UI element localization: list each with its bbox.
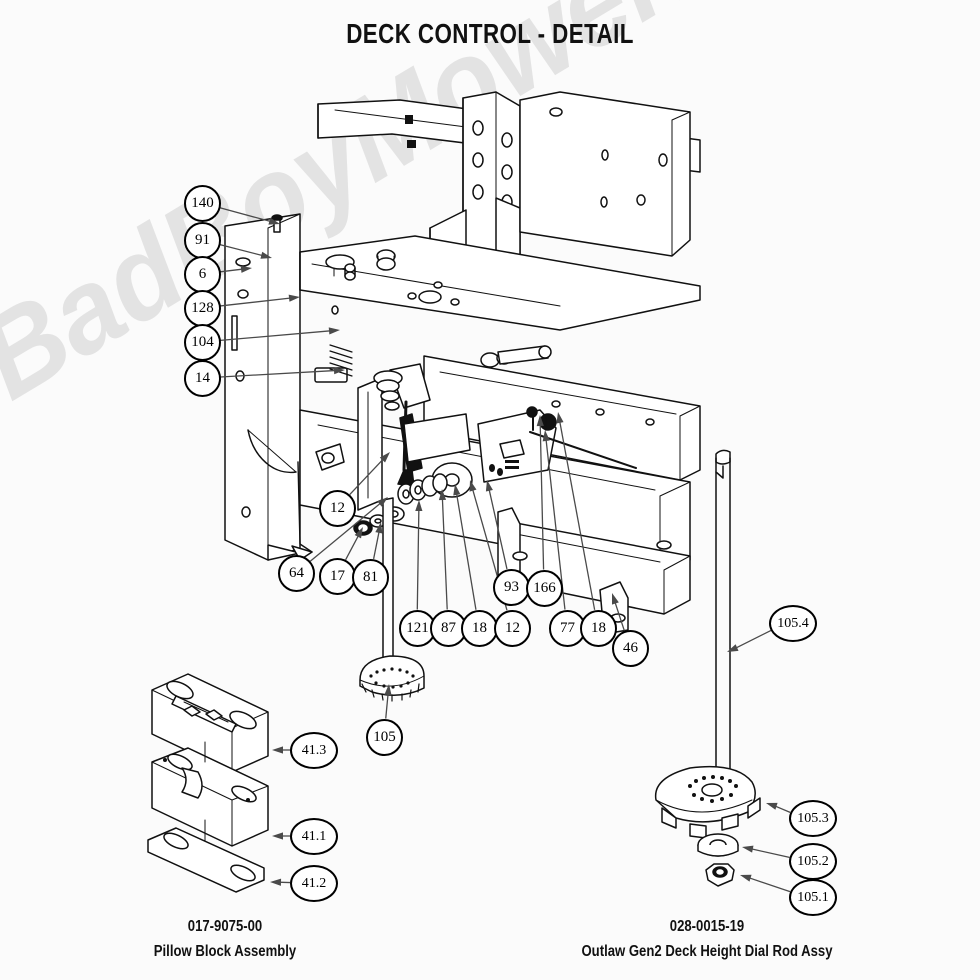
- leader-line-46: [613, 600, 625, 631]
- callout-6[interactable]: 6: [184, 256, 221, 293]
- left-side-panel: [224, 213, 301, 561]
- callout-166[interactable]: 166: [526, 570, 563, 607]
- leader-line-87: [441, 496, 448, 610]
- callout-14[interactable]: 14: [184, 360, 221, 397]
- arrowhead-105-1: [740, 874, 752, 882]
- leader-line-91: [219, 243, 265, 257]
- callout-41-3[interactable]: 41.3: [290, 732, 338, 769]
- arrowhead-18: [556, 412, 564, 424]
- leader-line-105-4: [734, 629, 772, 650]
- leader-lines: [219, 207, 791, 893]
- leader-line-105: [385, 691, 389, 719]
- callout-105-2[interactable]: 105.2: [789, 843, 837, 880]
- pillow-block-assembly: [147, 673, 269, 893]
- arrowhead-14: [333, 367, 345, 375]
- arrowhead-17: [354, 527, 363, 539]
- callout-140[interactable]: 140: [184, 185, 221, 222]
- callout-81[interactable]: 81: [352, 559, 389, 596]
- assembly-description-dial-rod: Outlaw Gen2 Deck Height Dial Rod Assy: [581, 943, 833, 960]
- assembly-description-pillow-block: Pillow Block Assembly: [153, 943, 297, 960]
- leader-line-93: [488, 487, 508, 570]
- leader-arrowheads: [240, 217, 778, 886]
- arrowhead-18: [453, 484, 461, 496]
- arrowhead-77: [542, 430, 550, 442]
- assembly-part-number-pillow-block: 017-9075-00: [187, 918, 263, 935]
- callout-105-3[interactable]: 105.3: [789, 800, 837, 837]
- arrowhead-105-2: [742, 845, 754, 853]
- arrowhead-87: [438, 489, 447, 501]
- arrowhead-41-1: [272, 832, 283, 840]
- right-upper-panel: [519, 91, 691, 257]
- deck-height-dial-center: [359, 497, 425, 702]
- leader-line-140: [219, 207, 273, 223]
- arrowhead-12: [469, 480, 477, 492]
- arrowhead-104: [328, 327, 340, 335]
- callout-18[interactable]: 18: [580, 610, 617, 647]
- arrowhead-41-2: [270, 878, 282, 886]
- leader-line-18: [558, 419, 596, 610]
- leader-line-105-2: [749, 847, 790, 859]
- arrowhead-105-3: [766, 802, 778, 810]
- callout-41-1[interactable]: 41.1: [290, 818, 338, 855]
- page-title: DECK CONTROL - DETAIL: [346, 18, 634, 49]
- callout-12[interactable]: 12: [319, 490, 356, 527]
- arrowhead-12: [379, 452, 390, 463]
- arrowhead-128: [288, 294, 300, 302]
- leader-line-104: [220, 330, 333, 342]
- arrowhead-121: [415, 500, 423, 512]
- leader-line-17: [345, 533, 360, 560]
- callout-93[interactable]: 93: [493, 569, 530, 606]
- callout-18[interactable]: 18: [461, 610, 498, 647]
- callout-12[interactable]: 12: [494, 610, 531, 647]
- arrowhead-91: [260, 251, 272, 259]
- callout-105[interactable]: 105: [366, 719, 403, 756]
- leader-line-166: [539, 422, 545, 570]
- leader-line-121: [416, 507, 420, 610]
- callout-105-1[interactable]: 105.1: [789, 879, 837, 916]
- arrowhead-105: [384, 684, 392, 696]
- arrowhead-64: [377, 497, 388, 507]
- lower-right-frame-rail: [423, 355, 701, 481]
- arrowhead-140: [268, 217, 280, 225]
- leader-line-18: [455, 491, 477, 610]
- leader-line-14: [220, 369, 338, 378]
- callout-17[interactable]: 17: [319, 558, 356, 595]
- callout-46[interactable]: 46: [612, 630, 649, 667]
- leader-line-105-1: [747, 876, 791, 893]
- leader-line-128: [220, 297, 293, 307]
- callout-77[interactable]: 77: [549, 610, 586, 647]
- arrowhead-6: [240, 265, 252, 273]
- deck-floor-plate: [299, 235, 701, 383]
- callout-41-2[interactable]: 41.2: [290, 865, 338, 902]
- callout-104[interactable]: 104: [184, 324, 221, 361]
- callout-105-4[interactable]: 105.4: [769, 605, 817, 642]
- arrowhead-166: [536, 415, 544, 427]
- leader-line-81: [372, 529, 381, 559]
- arrowhead-93: [485, 480, 493, 492]
- arrowhead-105-4: [727, 644, 739, 652]
- leader-line-6: [220, 268, 245, 273]
- callout-91[interactable]: 91: [184, 222, 221, 259]
- arrowhead-41-3: [272, 746, 283, 754]
- assembly-part-number-dial-rod: 028-0015-19: [669, 918, 745, 935]
- dial-rod-assembly: [654, 449, 761, 887]
- arrowhead-46: [612, 593, 619, 605]
- callout-64[interactable]: 64: [278, 555, 315, 592]
- leader-line-12: [349, 457, 385, 496]
- leader-line-64: [309, 501, 383, 562]
- callout-128[interactable]: 128: [184, 290, 221, 327]
- arrowhead-81: [375, 522, 383, 534]
- deck-control-linkage: [291, 344, 637, 561]
